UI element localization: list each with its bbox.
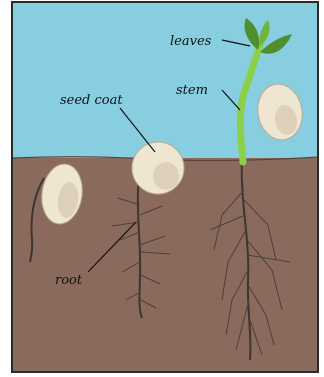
leaves-label: leaves (170, 34, 212, 49)
stage-2-seed-shade (153, 162, 179, 190)
seed-coat-label: seed coat (60, 93, 123, 108)
stem-label: stem (176, 83, 208, 98)
root-label: root (55, 273, 83, 288)
